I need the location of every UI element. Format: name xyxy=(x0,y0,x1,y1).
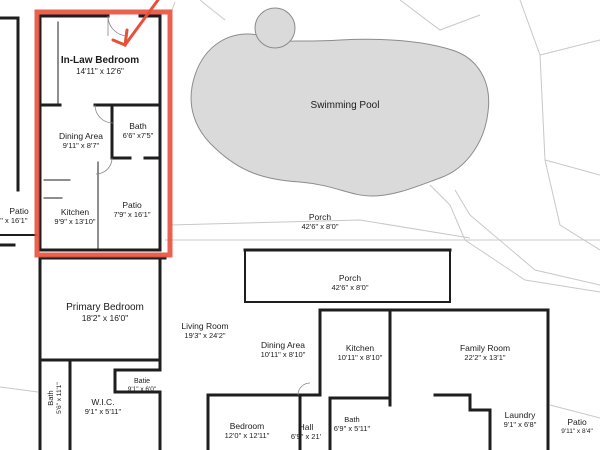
room-name: Swimming Pool xyxy=(310,100,380,111)
swimming-pool-shape xyxy=(190,33,490,197)
room-dims: 9'11" x 8'4" xyxy=(561,427,593,435)
room-dims: 10'11" x 8'10" xyxy=(260,349,306,359)
room-dims: 9'1" x 6'8" xyxy=(503,419,537,429)
room-dims: 6'6" x7'5" xyxy=(122,130,154,140)
room-kitchen-main: Kitchen 10'11" x 8'10" xyxy=(330,343,390,362)
room-kitchen-top: Kitchen 9'9" x 13'10" xyxy=(44,207,106,226)
room-bedroom: Bedroom 12'0" x 12'11" xyxy=(215,421,279,440)
landscape-lines xyxy=(0,0,600,419)
room-porch-inner: Porch 42'6" x 8'0" xyxy=(310,273,390,292)
room-name: Patio xyxy=(567,417,587,427)
room-name: W.I.C. xyxy=(91,397,115,407)
room-dims: 9'11" x 8'7" xyxy=(62,140,100,150)
highlight-box xyxy=(34,9,173,258)
room-dims: 42'6" x 8'0" xyxy=(301,221,339,231)
room-dims: 7'9" x 16'1" xyxy=(0,215,28,225)
spa-circle xyxy=(254,7,296,49)
room-name: Family Room xyxy=(459,343,511,353)
room-laundry: Laundry 9'1" x 6'8" xyxy=(493,410,547,429)
room-wic: W.I.C. 9'1" x 5'11" xyxy=(78,397,128,416)
room-bath-left: Bath 5'6" x 11'1" xyxy=(45,381,63,415)
room-name: Kitchen xyxy=(60,207,90,217)
room-dims: 10'11" x 8'10" xyxy=(337,352,383,362)
room-name: Porch xyxy=(338,273,362,283)
room-name: Porch xyxy=(308,212,332,222)
room-bath-bottom: Bath 6'9" x 5'11" xyxy=(330,415,374,433)
room-name: Bath xyxy=(344,415,360,424)
room-name: Hall xyxy=(298,422,314,432)
room-name: Bath xyxy=(129,121,147,131)
arrow-icon xyxy=(111,0,160,48)
room-name: Primary Bedroom xyxy=(66,302,144,313)
room-bath-top: Bath 6'6" x7'5" xyxy=(118,121,158,140)
room-bath-small: Batie 9'1" x 6'0" xyxy=(120,378,164,394)
room-dims: 6'9" x 21' xyxy=(290,431,322,441)
room-dining-area-main: Dining Area 10'11" x 8'10" xyxy=(250,340,316,359)
room-name: Dining Area xyxy=(261,340,305,350)
room-dims: 7'9" x 16'1" xyxy=(113,209,151,219)
room-dims: 19'3" x 24'2" xyxy=(184,330,226,340)
room-dims: 18'2" x 16'0" xyxy=(81,312,129,323)
room-dims: 14'11" x 12'6" xyxy=(76,66,124,76)
room-porch-outer: Porch 42'6" x 8'0" xyxy=(280,212,360,231)
room-dims: 9'1" x 5'11" xyxy=(84,406,122,416)
room-in-law-bedroom: In-Law Bedroom 14'11" x 12'6" xyxy=(60,55,140,76)
room-family-room: Family Room 22'2" x 13'1" xyxy=(445,343,525,362)
room-name: Patio xyxy=(122,200,142,210)
room-primary-bedroom: Primary Bedroom 18'2" x 16'0" xyxy=(55,302,155,323)
room-name: Kitchen xyxy=(345,343,375,353)
room-dims: 6'9" x 5'11" xyxy=(333,423,371,433)
room-dims: 9'9" x 13'10" xyxy=(54,216,96,226)
room-name: Patio xyxy=(9,207,29,216)
room-dims: 9'1" x 6'0" xyxy=(127,386,157,394)
room-dims: 5'6" x 11'1" xyxy=(55,382,63,414)
room-patio-top: Patio 7'9" x 16'1" xyxy=(104,200,160,219)
room-swimming-pool: Swimming Pool xyxy=(290,100,400,112)
walls xyxy=(0,14,550,450)
room-hall: Hall 6'9" x 21' xyxy=(286,422,326,441)
room-patio-left: Patio 7'9" x 16'1" xyxy=(0,207,38,225)
room-name: Laundry xyxy=(504,410,536,420)
room-name: In-Law Bedroom xyxy=(60,55,140,66)
room-name: Living Room xyxy=(181,321,229,331)
room-dims: 12'0" x 12'11" xyxy=(224,430,270,440)
room-name: Bath xyxy=(45,390,55,406)
room-name: Bedroom xyxy=(229,421,265,431)
room-living-room: Living Room 19'3" x 24'2" xyxy=(170,321,240,340)
room-dims: 42'6" x 8'0" xyxy=(331,282,369,292)
room-patio-right: Patio 9'11" x 8'4" xyxy=(554,417,600,435)
room-name: Dining Area xyxy=(59,131,103,141)
room-dims: 22'2" x 13'1" xyxy=(464,352,506,362)
room-name: Batie xyxy=(134,378,150,385)
room-dining-area-top: Dining Area 9'11" x 8'7" xyxy=(45,131,117,150)
